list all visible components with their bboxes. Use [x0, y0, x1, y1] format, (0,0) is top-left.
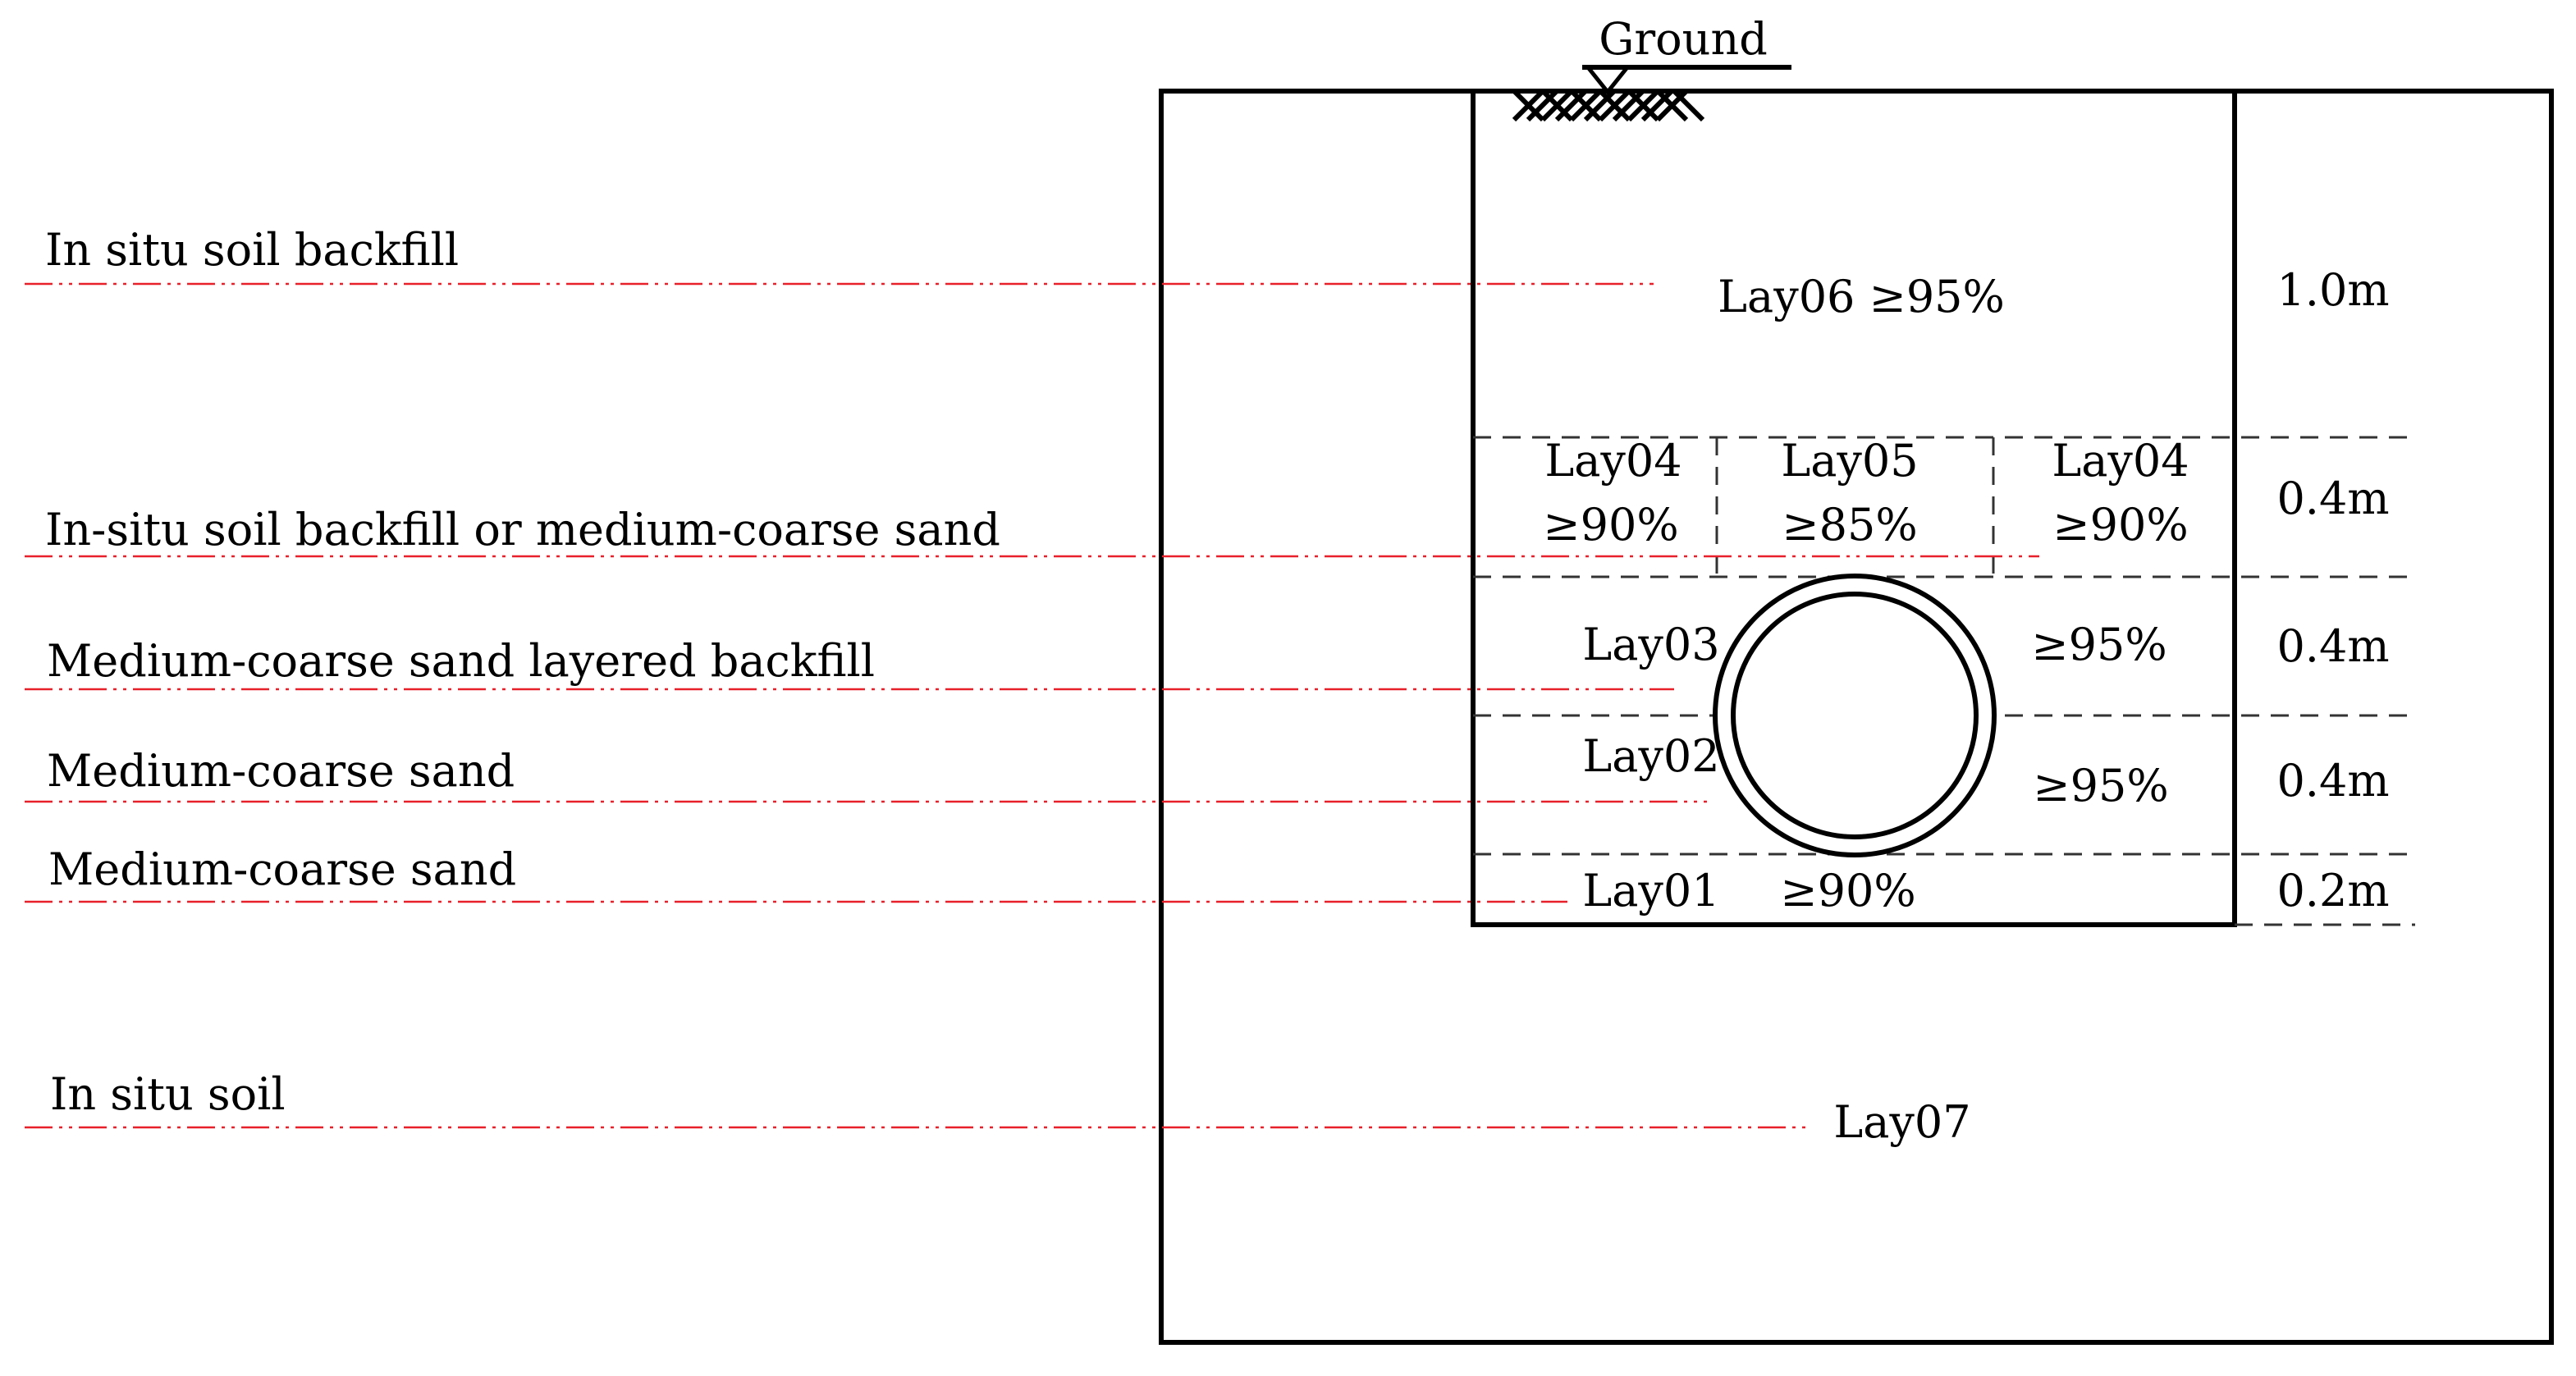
- layer-lay01: Lay01: [1582, 865, 1719, 917]
- layer-lay04-left-name: Lay04: [1544, 435, 1681, 487]
- layer-lay06: Lay06 ≥95%: [1718, 271, 2005, 322]
- thickness-lay01: 0.2m: [2276, 865, 2389, 917]
- thickness-lay06: 1.0m: [2276, 264, 2389, 316]
- layer-lay01-value: ≥90%: [1780, 865, 1915, 917]
- layer-lay07: Lay07: [1833, 1096, 1970, 1148]
- thickness-lay03: 0.4m: [2276, 620, 2389, 672]
- callout-sand-upper: Medium-coarse sand: [47, 745, 515, 797]
- callout-in-situ-backfill: In situ soil backfill: [45, 224, 459, 276]
- ground-label: Ground: [1599, 13, 1768, 65]
- callout-layered-backfill: Medium-coarse sand layered backfill: [47, 635, 875, 687]
- trench-outline: [1471, 91, 2237, 927]
- callout-sand-lower: Medium-coarse sand: [48, 843, 516, 895]
- pipe: [1713, 574, 1997, 857]
- thickness-lay02: 0.4m: [2276, 755, 2389, 807]
- layer-lay04-right-value: ≥90%: [2052, 499, 2188, 551]
- ground-symbol: [1512, 65, 1791, 122]
- layer-lay04-right-name: Lay04: [2052, 435, 2189, 487]
- layer-lay02: Lay02: [1582, 730, 1719, 782]
- layer-lay02-value: ≥95%: [2033, 760, 2168, 811]
- callout-in-situ-or-sand: In-situ soil backfill or medium-coarse s…: [45, 504, 1000, 555]
- layer-lay05-name: Lay05: [1781, 435, 1918, 487]
- layer-lay05-value: ≥85%: [1782, 499, 1917, 551]
- thickness-lay04-05: 0.4m: [2276, 473, 2389, 524]
- callout-in-situ-soil: In situ soil: [50, 1068, 286, 1120]
- in-situ-soil-boundary: [1159, 89, 2554, 1345]
- layer-lay03: Lay03: [1582, 619, 1719, 670]
- layer-lay03-value: ≥95%: [2031, 619, 2166, 670]
- layer-lay04-left-value: ≥90%: [1543, 499, 1678, 551]
